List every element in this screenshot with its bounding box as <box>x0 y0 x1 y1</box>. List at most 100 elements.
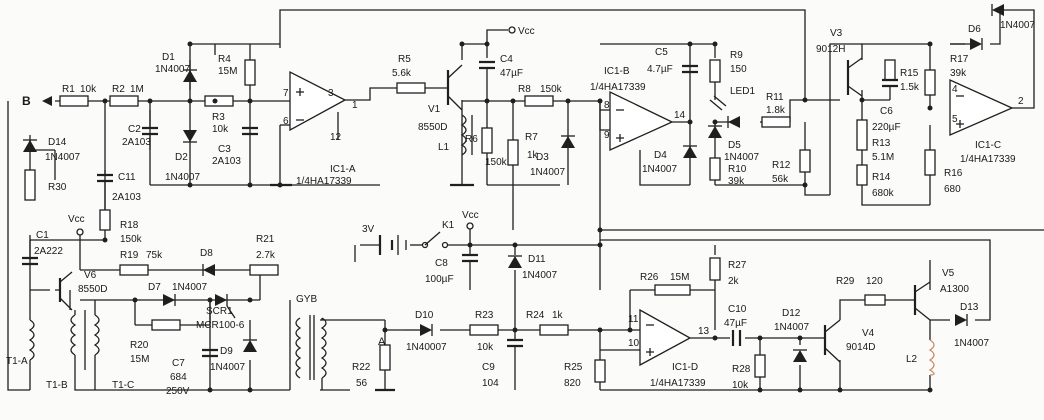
switch-k1 <box>421 231 449 249</box>
c6-value: 220µF <box>872 122 901 133</box>
capacitor-c10 <box>731 330 742 346</box>
ic1c-value: 1/4HA17339 <box>960 154 1016 165</box>
r2-value: 1M <box>130 84 144 95</box>
d9-value: 1N4007 <box>210 362 245 373</box>
v6-value: 8550D <box>78 284 107 295</box>
resistor-r24 <box>539 324 569 336</box>
d14-value: 1N4007 <box>45 152 80 163</box>
l1-label: L1 <box>438 142 450 153</box>
d13-label: D13 <box>960 302 979 313</box>
t1b-label: T1-B <box>46 380 68 391</box>
r21-value: 2.7k <box>256 250 276 261</box>
c7-value2: 250V <box>166 386 190 397</box>
d4-value: 1N4007 <box>642 164 677 175</box>
r8-label: R8 <box>518 84 531 95</box>
capacitor-c2 <box>142 110 158 150</box>
scr1-label: SCR1 <box>206 306 233 317</box>
pin-6: 6 <box>283 116 289 127</box>
r7-label: R7 <box>525 132 538 143</box>
r20-label: R20 <box>130 340 149 351</box>
pin-7: 7 <box>283 88 289 99</box>
k1-label: K1 <box>442 220 455 231</box>
r18-label: R18 <box>120 220 139 231</box>
r11-label: R11 <box>766 92 784 103</box>
c1-value: 2A222 <box>34 246 63 257</box>
resistor-r28 <box>754 354 766 378</box>
v6-label: V6 <box>84 270 97 281</box>
capacitor-c4 <box>479 60 495 88</box>
resistor-r22 <box>379 344 391 371</box>
resistor-r7 <box>507 139 519 166</box>
d11-value: 1N4007 <box>522 270 557 281</box>
c10-value: 47µF <box>724 318 747 329</box>
l2-label: L2 <box>906 354 918 365</box>
r28-value: 10k <box>732 380 749 391</box>
r26-value: 15M <box>670 272 689 283</box>
r4-value: 15M <box>218 66 237 77</box>
battery-3v <box>354 235 407 262</box>
r7-value: 1k <box>527 150 539 161</box>
led1-diode <box>709 95 740 128</box>
d12-label: D12 <box>782 308 801 319</box>
c11-label: C11 <box>118 172 136 183</box>
resistor-r1 <box>59 95 89 107</box>
r23-value: 10k <box>477 342 494 353</box>
pin-3: 3 <box>328 88 334 99</box>
r23-label: R23 <box>475 310 494 321</box>
r8-value: 150k <box>540 84 563 95</box>
ic1a-value: 1/4HA17339 <box>296 176 352 187</box>
capacitor-c3 <box>242 126 258 136</box>
transistors <box>55 57 931 363</box>
resistor-r19 <box>119 264 149 276</box>
ic1b-label: IC1-B <box>604 66 630 77</box>
ic1c-label: IC1-C <box>975 140 1001 151</box>
resistors <box>24 59 936 383</box>
resistor-r27 <box>709 257 721 281</box>
resistor-r29 <box>864 294 886 306</box>
diode-d11 <box>508 255 522 268</box>
opamp-ic1c <box>949 78 1014 136</box>
resistor-r5 <box>396 82 426 94</box>
d1-value: 1N4007 <box>155 64 190 75</box>
diode-d7 <box>163 294 176 306</box>
d2-label: D2 <box>175 152 188 163</box>
r27-value: 2k <box>728 276 740 287</box>
resistor-r10 <box>709 157 721 181</box>
v5-label: V5 <box>942 268 955 279</box>
r1-value: 10k <box>80 84 97 95</box>
r13-label: R13 <box>872 138 891 149</box>
scr1-thyristor <box>215 294 236 319</box>
pin-4: 4 <box>952 84 958 95</box>
transistor-v5 <box>913 281 931 321</box>
d14-label: D14 <box>48 137 67 148</box>
r20-value: 15M <box>130 354 149 365</box>
r5-value: 5.6k <box>392 68 412 79</box>
r15-value: 1.5k <box>900 82 920 93</box>
resistor-r20 <box>151 319 181 331</box>
d13-value: 1N4007 <box>954 338 989 349</box>
r21-label: R21 <box>256 234 275 245</box>
r15-label: R15 <box>900 68 919 79</box>
r26-label: R26 <box>640 272 659 283</box>
r18-value: 150k <box>120 234 143 245</box>
r19-label: R19 <box>120 250 139 261</box>
d6-label: D6 <box>968 24 981 35</box>
ic1d-value: 1/4HA17339 <box>650 378 706 389</box>
r14-label: R14 <box>872 172 891 183</box>
r25-label: R25 <box>564 362 583 373</box>
d7-label: D7 <box>148 282 161 293</box>
r19-value: 75k <box>146 250 163 261</box>
ic1a-label: IC1-A <box>330 164 356 175</box>
c4-value: 47µF <box>500 68 523 79</box>
transistor-v6 <box>55 271 73 311</box>
opamp-ic1d <box>639 308 692 367</box>
c7-value1: 684 <box>170 372 187 383</box>
resistor-r18 <box>99 209 111 231</box>
d11-label: D11 <box>528 254 546 265</box>
capacitor-c11 <box>97 130 113 210</box>
resistor-r9 <box>709 59 721 83</box>
resistor-r4 <box>244 59 256 86</box>
pin-2: 2 <box>1018 96 1024 107</box>
c2-value: 2A103 <box>122 137 151 148</box>
capacitor-c1 <box>22 235 38 266</box>
